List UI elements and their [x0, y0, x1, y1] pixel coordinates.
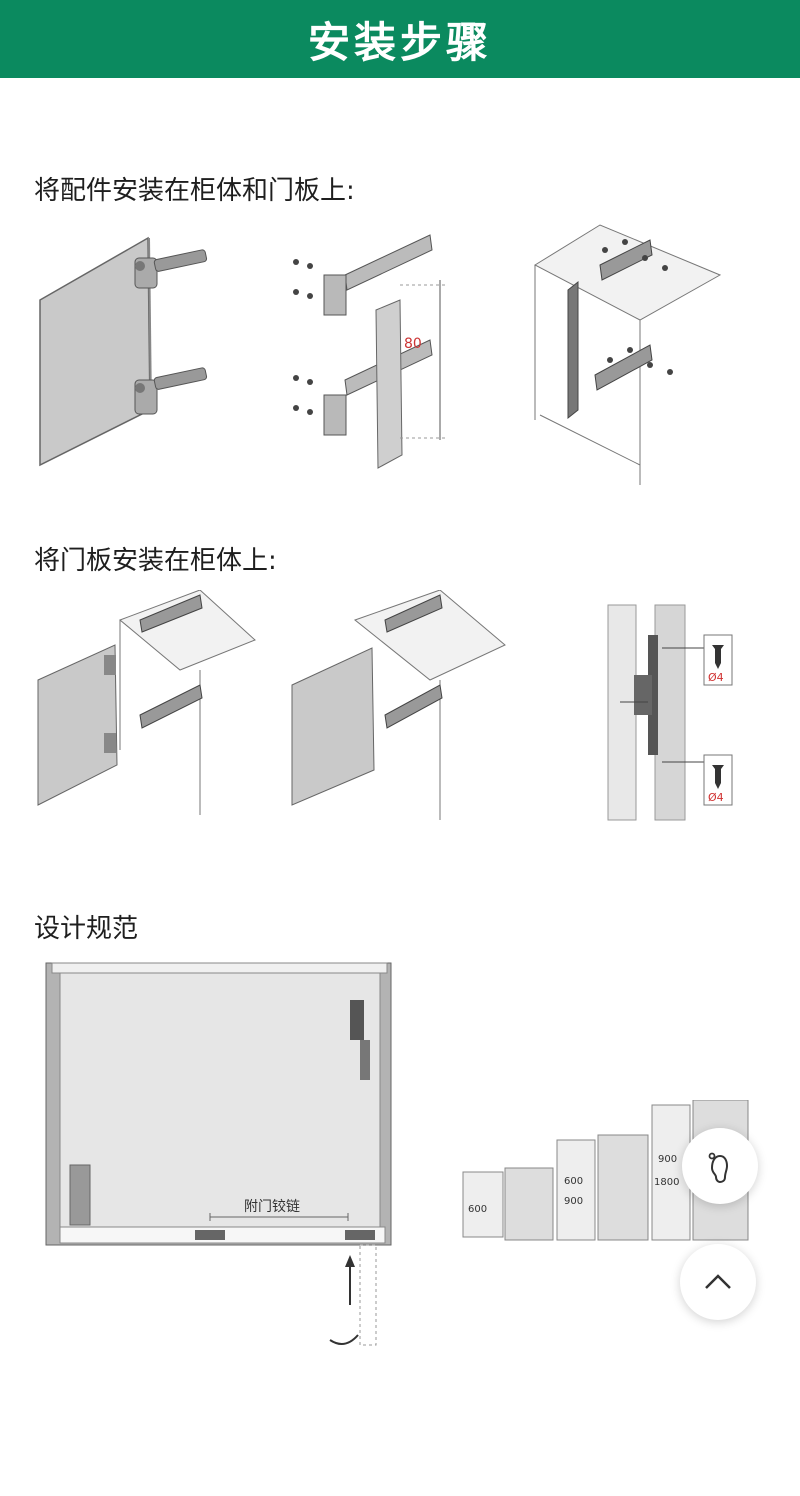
step1-illustrations: 80: [39, 224, 722, 485]
hinge-label: 附门铰链: [244, 1199, 300, 1215]
hinge-top: [134, 249, 208, 289]
width-600-900-top: 600: [564, 1176, 583, 1187]
cabinet-door-attach-b: [291, 590, 506, 820]
cabinet-rails-figure: [533, 224, 722, 485]
width-900-1800-top: 900: [658, 1154, 677, 1165]
back-to-top-button[interactable]: [680, 1244, 756, 1320]
rail-mount-figure: 80: [293, 234, 445, 469]
chevron-up-icon: [705, 1274, 731, 1289]
hinge-bottom: [134, 367, 208, 415]
screw-detail-figure: Ø4 Ø4: [607, 604, 733, 821]
footprint-icon: [708, 1152, 729, 1184]
header-banner: 安装步骤: [0, 0, 800, 78]
section-title-accessories: 将配件安装在柜体和门板上:: [34, 176, 355, 206]
section-title-design-spec: 设计规范: [34, 914, 139, 944]
step2-illustrations: Ø4 Ø4: [37, 590, 733, 821]
cabinet-door-attach-a: [37, 590, 256, 815]
width-900-1800-bottom: 1800: [654, 1177, 679, 1188]
page-title: 安装步骤: [307, 17, 492, 67]
door-with-hinges-figure: [39, 236, 208, 467]
screw-diameter-top: Ø4: [708, 671, 724, 684]
width-600: 600: [468, 1204, 487, 1215]
dimension-80: 80: [404, 336, 422, 352]
design-plan-figure: 附门铰链: [45, 962, 392, 1346]
width-600-900-bottom: 900: [564, 1196, 583, 1207]
section-title-mount-door: 将门板安装在柜体上:: [34, 546, 277, 576]
footprint-button[interactable]: [682, 1128, 758, 1204]
screw-diameter-bottom: Ø4: [708, 791, 724, 804]
